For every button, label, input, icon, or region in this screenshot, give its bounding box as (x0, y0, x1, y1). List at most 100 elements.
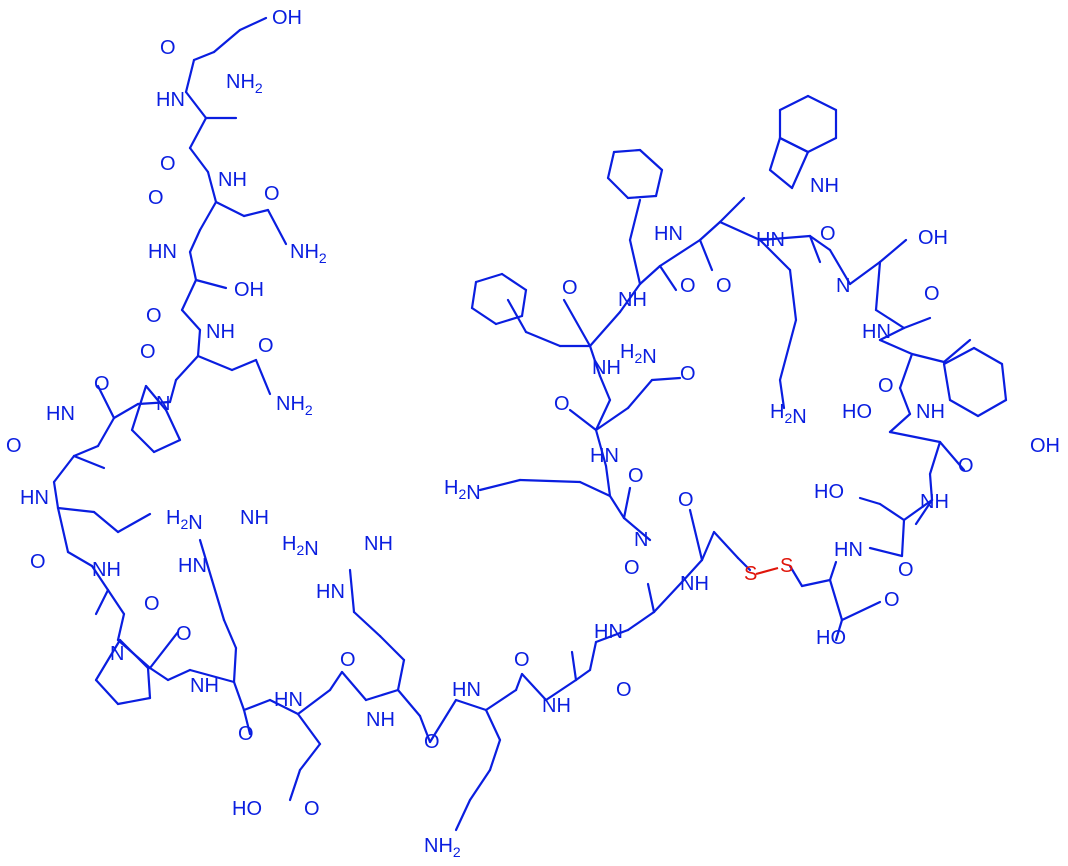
atom-label: HN (756, 229, 785, 251)
bond (198, 538, 214, 582)
atom-label: HO (842, 401, 872, 423)
bond (712, 530, 740, 560)
bond (972, 346, 1004, 366)
atom-label: O (146, 305, 162, 327)
bond (568, 408, 598, 432)
bond (238, 16, 268, 32)
atom-label: O (680, 363, 696, 385)
atom-label: O (160, 153, 176, 175)
bond (136, 400, 172, 406)
bond (130, 428, 156, 454)
atom-label: NH (366, 709, 395, 731)
bond (828, 560, 838, 582)
bond (180, 308, 202, 332)
bond (618, 282, 642, 314)
atom-label-layer: OH O NH2 HN O NH O O NH2 HN O OH NH O O … (6, 7, 1060, 860)
bond (574, 668, 592, 682)
atom-label: O (624, 557, 640, 579)
bond (806, 136, 838, 154)
bond (232, 680, 246, 712)
bond (454, 698, 488, 712)
atom-label: O (958, 455, 974, 477)
bond (242, 698, 272, 712)
bond (196, 328, 202, 358)
bond (938, 440, 966, 472)
bond (700, 530, 716, 562)
atom-label: HN (594, 621, 623, 643)
bond (168, 378, 178, 404)
atom-label: O (554, 393, 570, 415)
atom-label: NH (240, 507, 269, 529)
bond (604, 464, 612, 498)
bond (92, 510, 120, 534)
atom-label: NH (190, 675, 219, 697)
atom-label: NH (920, 491, 949, 513)
bond (56, 506, 70, 554)
atom-label: O (140, 341, 156, 363)
bond (106, 588, 126, 616)
bond (658, 264, 678, 292)
atom-label: HN (156, 89, 185, 111)
bond (296, 712, 322, 746)
atom-label: O (424, 731, 440, 753)
bond (488, 738, 502, 772)
atom-label: NH2 (226, 71, 263, 96)
bond (878, 502, 906, 522)
bond (194, 278, 228, 290)
bond (212, 28, 242, 54)
bond (146, 666, 152, 700)
bond (144, 384, 168, 412)
bond (874, 260, 882, 312)
bond (626, 378, 654, 410)
atom-label: O (884, 589, 900, 611)
bond (628, 198, 642, 242)
atom-label: NH2 (290, 241, 327, 266)
bond (942, 362, 952, 402)
bond (688, 508, 704, 562)
bond (914, 498, 934, 526)
bond (454, 798, 472, 832)
bond (428, 698, 458, 744)
atom-label: H2N (770, 401, 807, 428)
atom-label: H2N (282, 533, 319, 560)
bond (698, 220, 722, 242)
bond (628, 238, 642, 286)
bond (396, 688, 422, 718)
bond (210, 578, 226, 622)
atom-label: H2N (166, 507, 203, 534)
bond (828, 248, 852, 286)
atom-label: O (924, 283, 940, 305)
bond (94, 638, 122, 682)
atom-label: O (304, 798, 320, 820)
bond (520, 288, 528, 318)
bond (52, 480, 60, 510)
atom-label: NH (592, 357, 621, 379)
bond (118, 638, 150, 670)
bond (478, 478, 522, 492)
atom-label: HN (46, 403, 75, 425)
bond (800, 578, 832, 588)
bond (206, 170, 218, 204)
bond (806, 94, 838, 112)
bond (148, 666, 170, 682)
bond (858, 496, 882, 506)
atom-label: NH (92, 559, 121, 581)
atom-label: NH (916, 401, 945, 423)
bond (612, 148, 642, 154)
bond (328, 670, 344, 692)
bond (840, 600, 882, 622)
bond (606, 150, 616, 180)
bond (758, 234, 812, 242)
atom-label: NH (810, 175, 839, 197)
bond (524, 330, 562, 348)
bond (468, 768, 492, 802)
bond (268, 698, 300, 716)
bond (650, 376, 682, 382)
atom-label: HO (232, 798, 262, 820)
bond (518, 478, 582, 484)
bond (570, 650, 578, 682)
atom-label: HN (316, 581, 345, 603)
bond (198, 200, 218, 232)
atom-label: NH (680, 573, 709, 595)
